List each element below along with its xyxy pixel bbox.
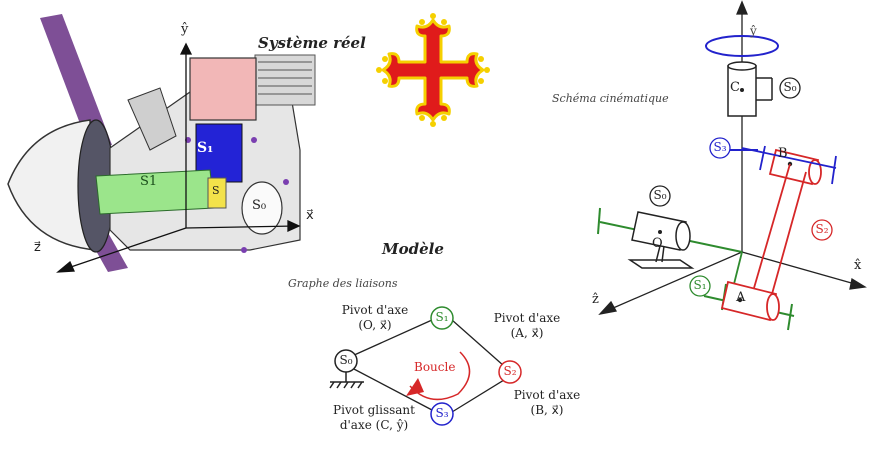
kinematic-axis-z-label: ẑ <box>592 292 599 307</box>
cylinder-a <box>720 280 780 322</box>
loop-label: Boucle <box>414 360 456 374</box>
crank-arm <box>127 87 177 151</box>
point-c-label: C <box>730 80 740 95</box>
ground-icon <box>329 372 364 389</box>
point-o-label: O <box>652 236 663 251</box>
kinematic-title: Schéma cinématique <box>552 92 669 105</box>
link-s0-s1-axis: (O, x⃗) <box>358 318 392 332</box>
link-s2-s3-type: Pivot d'axe <box>513 388 581 402</box>
real-axis-z-label: z⃗ <box>34 240 41 255</box>
edge-s0-s1 <box>351 319 433 357</box>
s0-bore <box>241 181 283 235</box>
real-axis-y-label: ŷ <box>181 22 189 37</box>
real-axes <box>56 42 301 273</box>
edge-s1-s2 <box>451 319 505 367</box>
real-part-s1-shaft: S1 <box>140 174 158 189</box>
real-axis-x-label: x⃗ <box>306 208 314 223</box>
link-s1-s2-type: Pivot d'axe <box>493 311 561 325</box>
loop-arrowhead-icon <box>406 378 424 396</box>
b-axis-line <box>741 147 837 169</box>
kinematic-axis-x-label: x̂ <box>854 258 862 273</box>
rod-s2-right <box>771 171 807 295</box>
node-s0-label: S₀ <box>339 353 353 367</box>
solid-s1-label: S₁ <box>693 278 707 292</box>
edge-s3-s0 <box>351 367 433 411</box>
real-part-s1-piston: S₁ <box>197 140 214 156</box>
link-s3-s0-type: Pivot glissant <box>333 403 415 417</box>
point-a-label: A <box>736 290 746 305</box>
node-s2 <box>498 360 522 384</box>
node-s1-label: S₁ <box>435 310 449 324</box>
solid-s0-top-label: S₀ <box>783 80 797 94</box>
link-s0-s1-type: Pivot d'axe <box>341 303 409 317</box>
cylinder-c <box>727 61 773 117</box>
node-s1 <box>430 306 454 330</box>
kinematic-axes <box>598 0 867 315</box>
link-s1-s2: Pivot d'axe (A, x⃗) <box>482 311 572 341</box>
point-b-label: B <box>778 146 788 161</box>
link-s1-s2-axis: (A, x⃗) <box>510 326 544 340</box>
bearing-yellow <box>207 177 227 209</box>
loop-arc <box>409 351 471 401</box>
link-s3-s0-axis: d'axe (C, ŷ) <box>339 418 409 432</box>
real-part-s3: S <box>212 184 220 197</box>
solid-s0-left-label: S₀ <box>653 188 667 202</box>
node-s2-label: S₂ <box>503 364 517 378</box>
rod-s2-left <box>753 163 791 289</box>
cylinder-head <box>189 57 257 121</box>
solid-s2-label: S₂ <box>815 222 829 236</box>
kinematic-axis-y-label: ŷ <box>750 24 757 38</box>
link-s2-s3-axis: (B, x⃗) <box>530 403 564 417</box>
cylinder-b <box>768 148 822 186</box>
link-s3-s0: Pivot glissant d'axe (C, ŷ) <box>322 403 426 433</box>
node-s3-label: S₃ <box>435 406 449 420</box>
real-system-title: Système réel <box>258 34 366 52</box>
node-s3 <box>430 402 454 426</box>
propeller-blade-top <box>40 14 112 150</box>
model-title: Modèle <box>382 240 444 258</box>
rotation-ellipse <box>705 35 779 57</box>
edge-s2-s3 <box>451 379 505 413</box>
link-s2-s3: Pivot d'axe (B, x⃗) <box>502 388 592 418</box>
solid-s3-label: S₃ <box>713 140 727 154</box>
real-part-s0: S₀ <box>252 198 267 213</box>
link-s0-s1: Pivot d'axe (O, x⃗) <box>330 303 420 333</box>
graph-title: Graphe des liaisons <box>288 277 398 290</box>
